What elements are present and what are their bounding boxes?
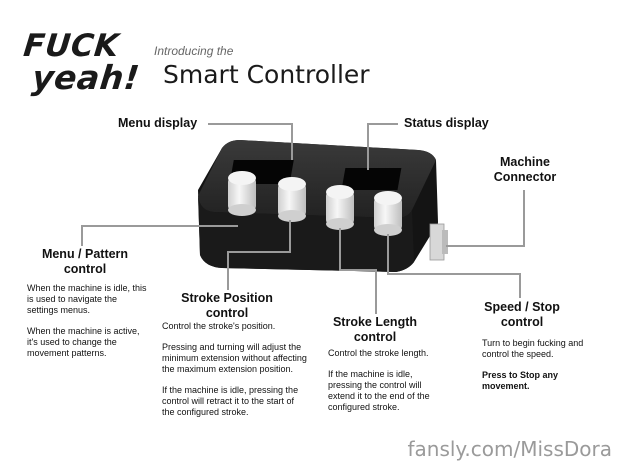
logo-line-2: yeah! [30,58,142,97]
page-title: Smart Controller [163,60,370,89]
menu-pattern-line [81,225,238,246]
stroke-length-label: Stroke Length control [320,315,430,345]
menu-display-label: Menu display [118,116,198,130]
stroke-length-label-line-2: control [353,330,397,344]
stroke-position-label: Stroke Position control [166,291,288,321]
callout-lines [81,123,525,314]
speed-stop-knob [374,191,402,236]
status-display-window [341,168,402,190]
menu-display-line [208,123,293,160]
logo: FUCK yeah! [19,28,145,97]
menu-pattern-desc-1: When the machine is idle, this is used t… [27,283,147,315]
menu-pattern-label-line-1: Menu / Pattern [41,247,129,261]
stroke-position-desc-1: Control the stroke's position. [162,321,276,331]
stroke-position-label-line-2: control [205,306,249,320]
menu-pattern-desc-2: When the machine is active, it's used to… [27,326,140,358]
machine-connector-line [446,190,525,247]
machine-connector-label-line-2: Connector [493,170,557,184]
menu-pattern-label-line-2: control [63,262,107,276]
stroke-length-description: Control the stroke length. If the machin… [328,348,446,423]
stroke-length-line [339,228,377,314]
speed-stop-description: Turn to begin fucking and control the sp… [482,338,592,402]
stroke-position-line [227,220,291,290]
stroke-length-knob [326,185,354,230]
speed-stop-label: Speed / Stop control [474,300,570,330]
stroke-length-desc-1: Control the stroke length. [328,348,429,358]
status-display-label: Status display [404,116,489,130]
stroke-length-desc-2: If the machine is idle, pressing the con… [328,369,430,412]
speed-stop-label-line-1: Speed / Stop [484,300,560,314]
status-display-line [367,123,398,170]
watermark: fansly.com/MissDora [407,437,612,461]
stroke-position-knob [278,177,306,222]
machine-connector-label-line-1: Machine [499,155,550,169]
intro-text: Introducing the [154,44,234,58]
menu-pattern-label: Menu / Pattern control [28,247,142,277]
speed-stop-line [387,234,521,298]
machine-connector-label: Machine Connector [488,155,562,185]
stroke-position-desc-2: Pressing and turning will adjust the min… [162,342,307,374]
stroke-position-label-line-1: Stroke Position [181,291,273,305]
stroke-length-label-line-1: Stroke Length [332,315,418,329]
speed-stop-desc-1: Turn to begin fucking and control the sp… [482,338,584,359]
speed-stop-label-line-2: control [500,315,544,329]
menu-pattern-description: When the machine is idle, this is used t… [27,283,147,369]
machine-connector [429,223,448,261]
menu-pattern-knob [228,171,256,216]
stroke-position-description: Control the stroke's position. Pressing … [162,321,307,428]
stroke-position-desc-3: If the machine is idle, pressing the con… [162,385,299,417]
speed-stop-desc-2: Press to Stop any movement. [482,370,559,391]
